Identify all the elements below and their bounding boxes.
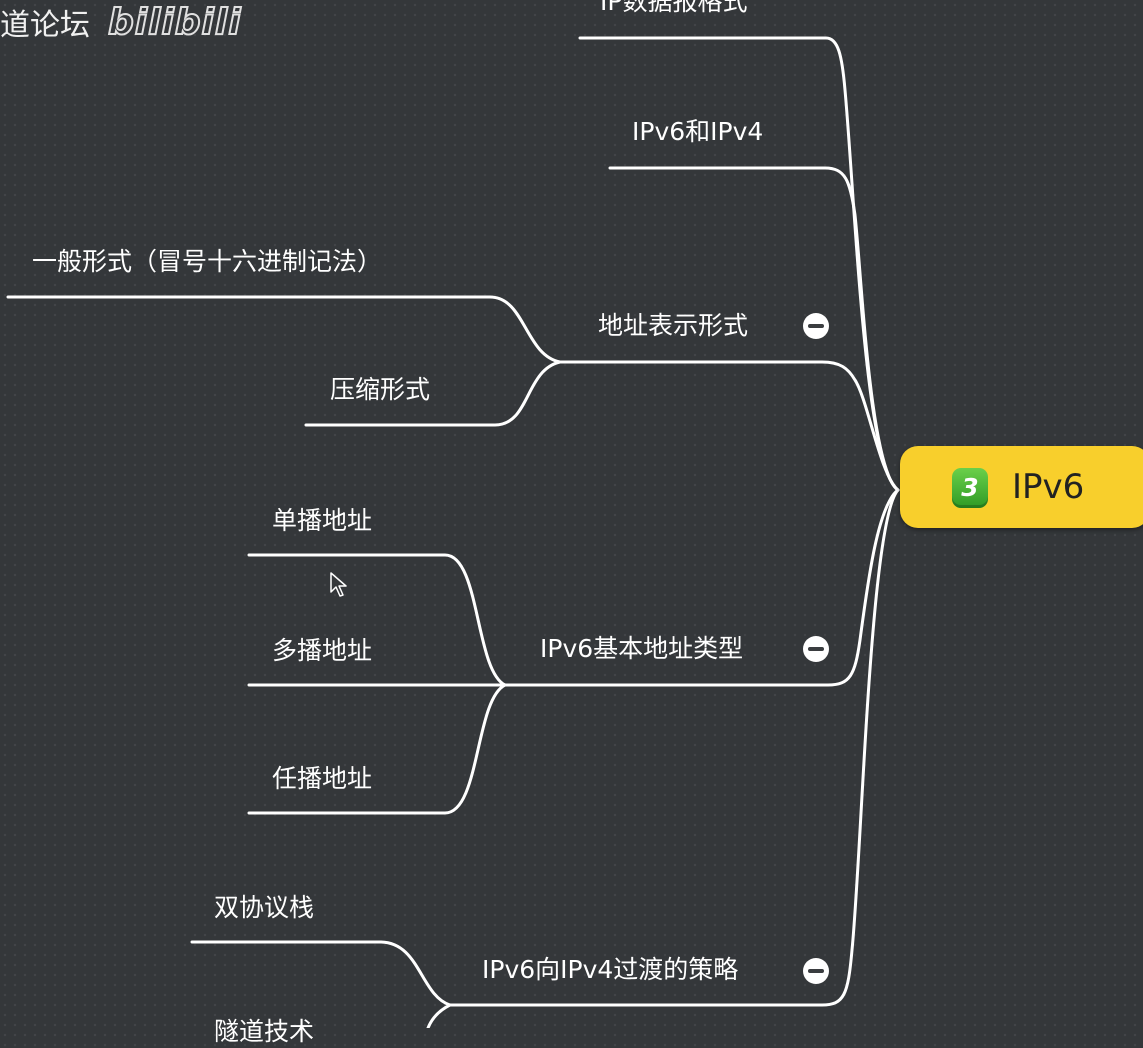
connector-3-1: [6, 295, 562, 364]
connector-branch-5: [448, 488, 900, 1007]
watermark-text: 道论坛: [0, 8, 90, 43]
node-tunneling[interactable]: 隧道技术: [214, 1017, 315, 1046]
minus-circle-icon[interactable]: [803, 636, 829, 662]
node-dual-stack[interactable]: 双协议栈: [214, 893, 315, 922]
connector-branch-3: [558, 360, 900, 492]
node-unicast-address[interactable]: 单播地址: [272, 506, 373, 535]
node-multicast-address[interactable]: 多播地址: [272, 636, 373, 665]
connector-branch-4: [503, 488, 900, 687]
node-compressed-form[interactable]: 压缩形式: [330, 375, 431, 404]
connector-branch-2: [608, 166, 900, 492]
connector-4-3: [247, 683, 507, 815]
node-ipv6-to-ipv4-transition[interactable]: IPv6向IPv4过渡的策略: [482, 955, 739, 984]
root-label: IPv6: [1012, 467, 1085, 507]
node-address-representation[interactable]: 地址表示形式: [598, 311, 749, 340]
root-node-ipv6[interactable]: 3 IPv6: [900, 446, 1143, 528]
connector-4-1: [247, 553, 507, 687]
minus-circle-icon[interactable]: [803, 958, 829, 984]
connector-branch-1: [578, 36, 900, 492]
connector-5-2: [426, 1003, 452, 1028]
minus-circle-icon[interactable]: [803, 313, 829, 339]
bilibili-logo: bilibili: [107, 1, 242, 44]
watermark: 道论坛 bilibili: [0, 0, 242, 44]
connector-5-1: [190, 940, 452, 1007]
node-ipv6-address-types[interactable]: IPv6基本地址类型: [540, 634, 744, 663]
node-ip-datagram-format[interactable]: IP数据报格式: [600, 0, 748, 16]
node-general-form[interactable]: 一般形式（冒号十六进制记法）: [32, 247, 383, 276]
mouse-pointer-icon: [330, 572, 347, 597]
connector-3-2: [304, 360, 562, 427]
root-badge: 3: [952, 468, 988, 508]
node-anycast-address[interactable]: 任播地址: [272, 764, 373, 793]
node-ipv6-and-ipv4[interactable]: IPv6和IPv4: [632, 117, 764, 146]
